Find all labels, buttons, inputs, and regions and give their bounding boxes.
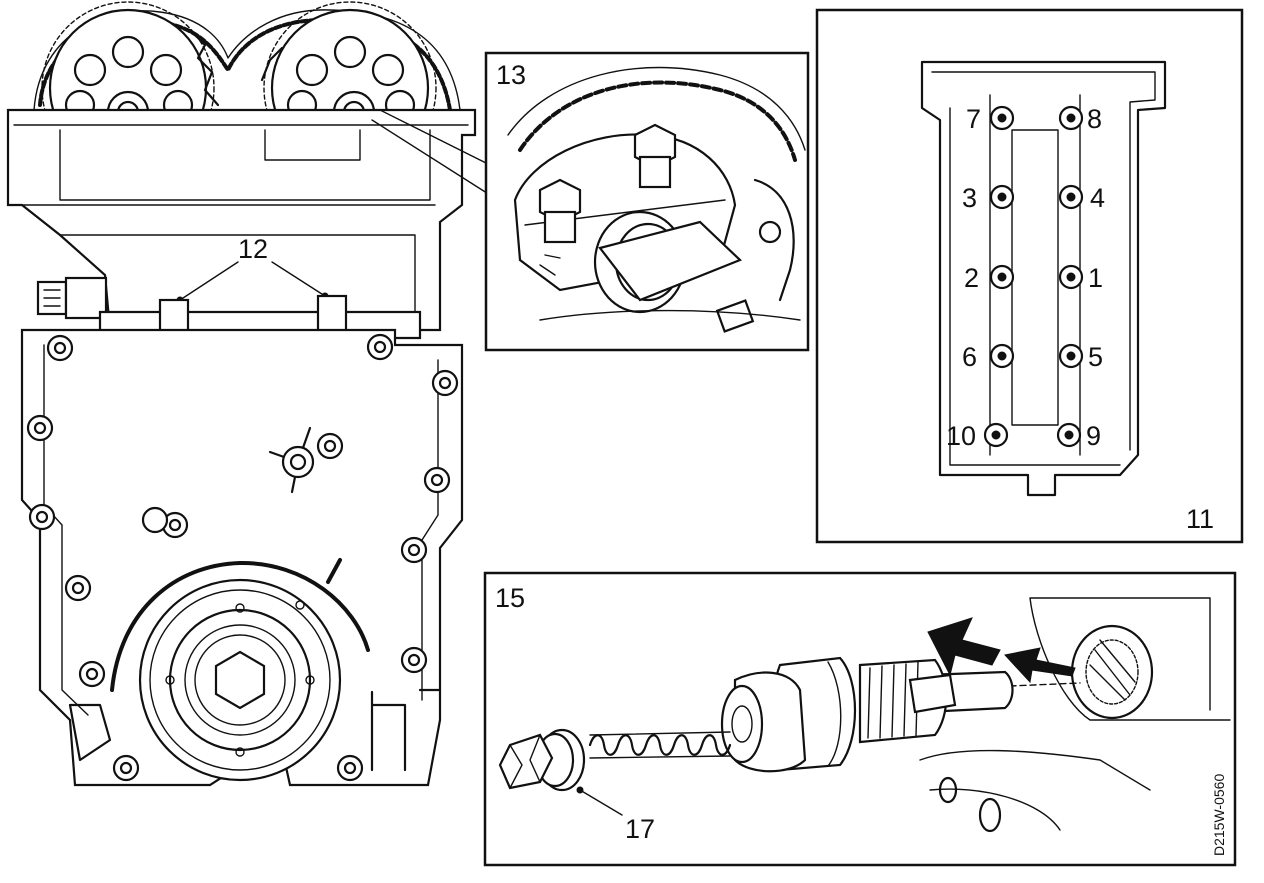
crankshaft-pulley-icon: [110, 558, 370, 782]
bolt-number-7: 7: [966, 104, 981, 134]
bolt-number-5: 5: [1088, 342, 1103, 372]
bolt-number-2: 2: [964, 263, 979, 293]
bolt-icon: [538, 123, 677, 244]
bolt-icon: [498, 728, 586, 792]
bolt-number-9: 9: [1086, 421, 1101, 451]
bolt-number-1: 1: [1088, 263, 1103, 293]
drawing-code-label: D215W-0560: [1211, 774, 1227, 856]
bolt-number-6: 6: [962, 342, 977, 372]
inset-15-chain-tensioner: 15: [483, 571, 1237, 867]
bolt-number-8: 8: [1087, 104, 1102, 134]
idler-icon: [268, 426, 315, 494]
callout-12-label: 12: [238, 234, 268, 264]
bolt-icon: [26, 333, 459, 782]
callout-11-label: 11: [1186, 504, 1214, 534]
bolt-number-10: 10: [946, 421, 976, 451]
bolt-number-3: 3: [962, 183, 977, 213]
bolt-icon: [983, 105, 1084, 448]
inset-11-tightening-sequence: 11 7 8 3 4 2 1 6 5 10 9: [815, 8, 1244, 544]
callout-17-label: 17: [625, 814, 655, 844]
direction-arrow-icon: [927, 617, 1076, 684]
sensor-icon: [36, 276, 108, 320]
callout-15-label: 15: [495, 583, 525, 613]
bolt-number-4: 4: [1090, 183, 1105, 213]
inset-13-camshaft-detail: 13: [484, 51, 810, 352]
spring-icon: [588, 731, 732, 759]
engine-front-view: 12: [6, 1, 477, 787]
chain-tensioner-icon: [720, 656, 1014, 773]
callout-13-label: 13: [496, 60, 526, 90]
